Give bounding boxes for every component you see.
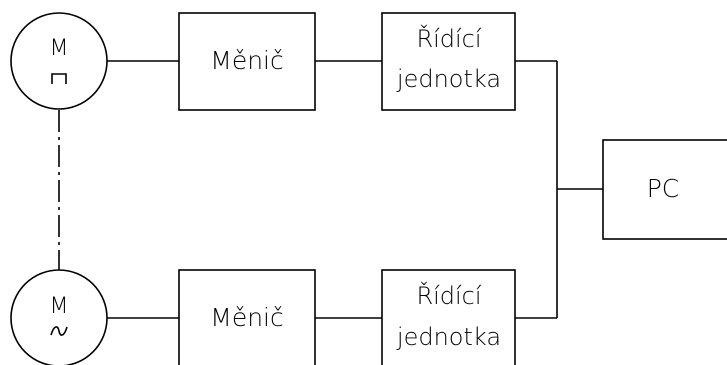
converter-block-1: Měnič [178, 12, 316, 111]
control-unit-label-2-line1: Řídící [416, 281, 481, 310]
control-unit-label-2-line2: jednotka [396, 323, 501, 351]
control-unit-block-2: Řídící jednotka [381, 269, 516, 365]
converter-label-1: Měnič [210, 46, 284, 75]
converter-block-2: Měnič [178, 269, 316, 365]
pc-label: PC [647, 174, 680, 203]
dc-symbol-icon [51, 73, 67, 84]
control-unit-label-1-line1: Řídící [416, 24, 481, 53]
pc-block: PC [602, 139, 727, 240]
converter-label-2: Měnič [210, 303, 284, 332]
converter-box-1 [178, 12, 316, 111]
control-unit-box-2 [381, 269, 516, 365]
control-unit-label-1-line2: jednotka [396, 65, 501, 93]
motor-dc-circle [10, 12, 108, 110]
converter-box-2 [178, 269, 316, 365]
motor-ac: M [10, 269, 108, 365]
ac-symbol-icon [50, 326, 68, 336]
control-unit-block-1: Řídící jednotka [381, 12, 516, 111]
motor-ac-letter: M [50, 294, 69, 319]
motor-dc: M [10, 12, 108, 110]
motor-dc-letter: M [50, 36, 69, 61]
pc-box [602, 139, 727, 240]
